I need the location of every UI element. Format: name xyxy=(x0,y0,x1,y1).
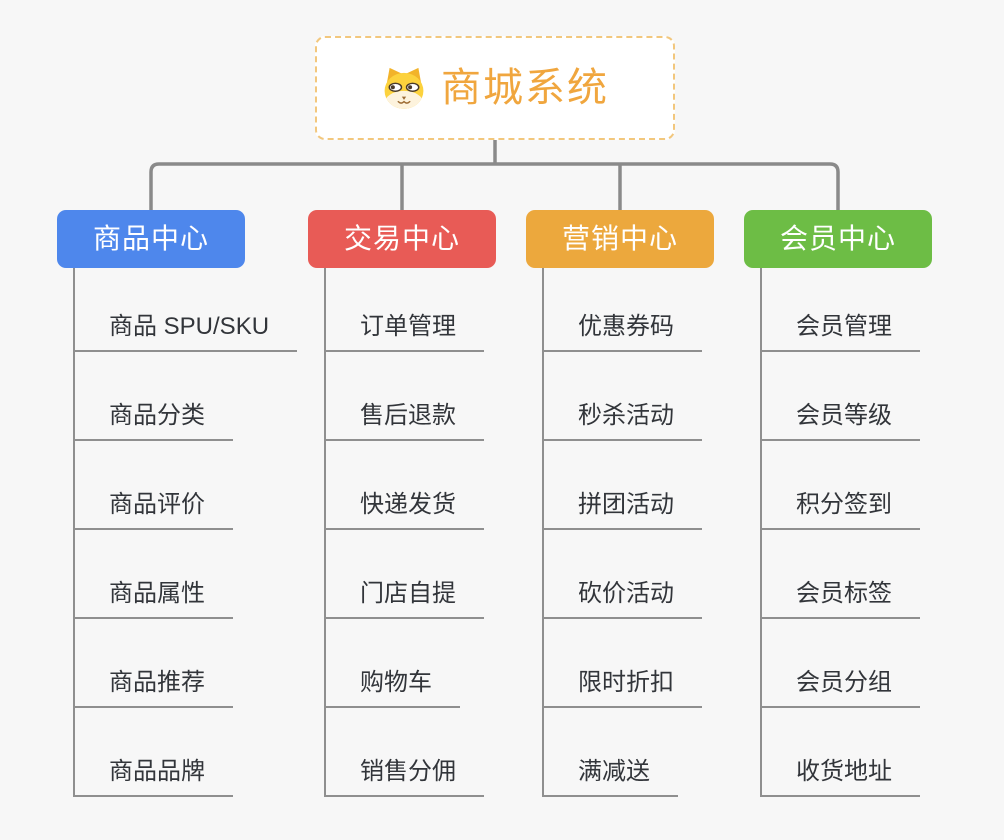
child-topic[interactable]: 会员标签 xyxy=(762,579,920,619)
child-topic-row: 会员等级 xyxy=(762,352,920,441)
child-topic-row: 商品品牌 xyxy=(75,708,297,797)
child-topic[interactable]: 购物车 xyxy=(326,668,460,708)
child-topic[interactable]: 拼团活动 xyxy=(544,490,702,530)
child-topic-row: 商品 SPU/SKU xyxy=(75,268,298,352)
root-topic-label: 商城系统 xyxy=(441,66,609,110)
child-topic[interactable]: 满减送 xyxy=(544,757,678,797)
child-topic[interactable]: 积分签到 xyxy=(762,490,920,530)
branch-node-label: 交易中心 xyxy=(343,223,460,254)
child-topic-row: 商品分类 xyxy=(75,352,297,441)
child-topic-row: 商品属性 xyxy=(75,530,297,619)
child-topic-row: 砍价活动 xyxy=(544,530,702,619)
child-topic[interactable]: 门店自提 xyxy=(326,579,484,619)
child-topic-row: 拼团活动 xyxy=(544,441,702,530)
child-topic-row: 满减送 xyxy=(544,708,702,797)
child-topic-row: 订单管理 xyxy=(326,268,484,352)
child-topic-row: 优惠券码 xyxy=(544,268,702,352)
dog-face-icon xyxy=(381,65,427,111)
child-topic[interactable]: 秒杀活动 xyxy=(544,401,702,441)
branch-node[interactable]: 商品中心 xyxy=(57,210,245,268)
child-topic-row: 会员分组 xyxy=(762,619,920,708)
child-topic-row: 会员管理 xyxy=(762,268,920,352)
branch-children: 商品 SPU/SKU 商品分类商品评价商品属性商品推荐商品品牌 xyxy=(73,268,298,797)
child-topic[interactable]: 商品品牌 xyxy=(75,757,233,797)
branch-children: 优惠券码秒杀活动拼团活动砍价活动限时折扣满减送 xyxy=(542,268,702,797)
child-topic[interactable]: 收货地址 xyxy=(762,757,920,797)
branch-node-label: 商品中心 xyxy=(92,223,209,254)
child-topic-row: 售后退款 xyxy=(326,352,484,441)
child-topic-row: 商品评价 xyxy=(75,441,297,530)
root-topic[interactable]: 商城系统 xyxy=(315,36,675,140)
child-topic[interactable]: 限时折扣 xyxy=(544,668,702,708)
branch-node-label: 营销中心 xyxy=(561,223,678,254)
branch-node[interactable]: 交易中心 xyxy=(308,210,496,268)
child-topic[interactable]: 商品分类 xyxy=(75,401,233,441)
child-topic-row: 商品推荐 xyxy=(75,619,297,708)
child-topic[interactable]: 商品属性 xyxy=(75,579,233,619)
child-topic-row: 购物车 xyxy=(326,619,484,708)
branch-node[interactable]: 会员中心 xyxy=(744,210,932,268)
branch-children: 订单管理售后退款快递发货门店自提购物车销售分佣 xyxy=(324,268,484,797)
child-topic[interactable]: 商品 SPU/SKU xyxy=(75,312,298,352)
child-topic[interactable]: 销售分佣 xyxy=(326,757,484,797)
child-topic-row: 会员标签 xyxy=(762,530,920,619)
child-topic-row: 秒杀活动 xyxy=(544,352,702,441)
child-topic[interactable]: 商品评价 xyxy=(75,490,233,530)
child-topic[interactable]: 售后退款 xyxy=(326,401,484,441)
child-topic[interactable]: 会员分组 xyxy=(762,668,920,708)
child-topic[interactable]: 优惠券码 xyxy=(544,312,702,352)
child-topic[interactable]: 快递发货 xyxy=(326,490,484,530)
child-topic-row: 限时折扣 xyxy=(544,619,702,708)
child-topic[interactable]: 会员管理 xyxy=(762,312,920,352)
child-topic-row: 快递发货 xyxy=(326,441,484,530)
branch-node[interactable]: 营销中心 xyxy=(526,210,714,268)
branch-node-label: 会员中心 xyxy=(779,223,896,254)
child-topic[interactable]: 会员等级 xyxy=(762,401,920,441)
child-topic-row: 销售分佣 xyxy=(326,708,484,797)
child-topic-row: 门店自提 xyxy=(326,530,484,619)
child-topic[interactable]: 砍价活动 xyxy=(544,579,702,619)
child-topic[interactable]: 商品推荐 xyxy=(75,668,233,708)
branch-children: 会员管理会员等级积分签到会员标签会员分组收货地址 xyxy=(760,268,920,797)
child-topic-row: 积分签到 xyxy=(762,441,920,530)
child-topic[interactable]: 订单管理 xyxy=(326,312,484,352)
child-topic-row: 收货地址 xyxy=(762,708,920,797)
